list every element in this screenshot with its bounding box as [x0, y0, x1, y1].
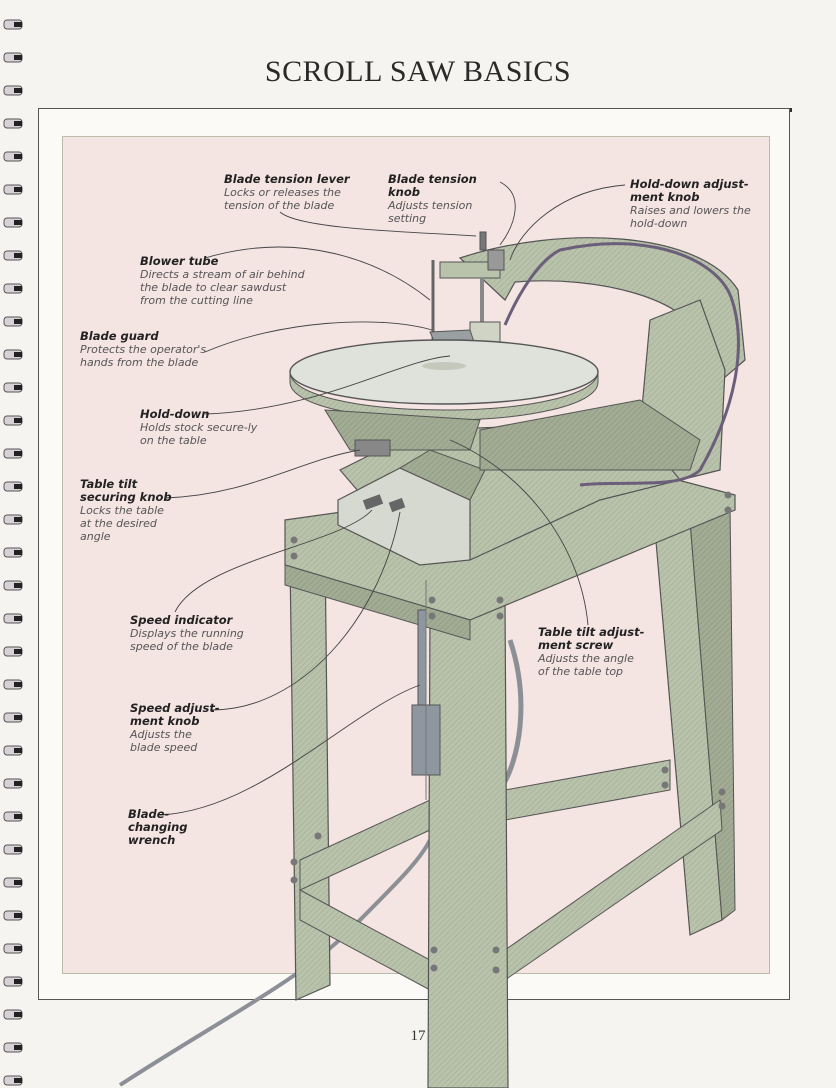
binding-hole: [14, 517, 22, 522]
binding-hole: [14, 913, 22, 918]
binding-hole: [14, 781, 22, 786]
saw-table: [289, 339, 599, 405]
label-desc: Protects the operator's hands from the b…: [80, 343, 207, 369]
label-title: Table tilt securing knob: [80, 477, 172, 504]
binding-hole: [14, 1012, 22, 1017]
binding-hole: [14, 154, 22, 159]
label-desc: Raises and lowers the hold-down: [630, 204, 751, 230]
label-desc: Adjusts tension setting: [388, 199, 473, 225]
label-desc: Adjusts the angle of the table top: [538, 652, 634, 678]
label-desc: Locks or releases the tension of the bla…: [224, 186, 341, 212]
binding-hole: [14, 880, 22, 885]
binding-hole: [14, 22, 22, 27]
label-speed-indicator: Speed indicator Displays the running spe…: [130, 613, 255, 654]
label-blower-tube: Blower tube Directs a stream of air behi…: [140, 254, 308, 308]
binding-hole: [14, 121, 22, 126]
binding-hole: [14, 550, 22, 555]
binding-hole: [14, 418, 22, 423]
binding-hole: [14, 1045, 22, 1050]
label-desc: Locks the table at the desired angle: [80, 504, 164, 543]
label-title: Hold-down: [140, 407, 210, 421]
label-title: Blade guard: [80, 329, 159, 343]
binding-hole: [14, 715, 22, 720]
binding-hole: [14, 814, 22, 819]
label-blade-guard: Blade guard Protects the operator's hand…: [80, 329, 220, 370]
binding-hole: [14, 55, 22, 60]
label-title: Table tilt adjust-ment screw: [538, 625, 645, 652]
binding-hole: [14, 682, 22, 687]
label-title: Blade-changing wrench: [128, 807, 188, 847]
label-speed-knob: Speed adjust-ment knob Adjusts the blade…: [130, 701, 220, 755]
page-number: 17: [410, 1028, 426, 1044]
binding-hole: [14, 616, 22, 621]
label-desc: Adjusts the blade speed: [130, 728, 198, 754]
binding-hole: [14, 352, 22, 357]
spiral-binding: [3, 19, 23, 1086]
binding-hole: [14, 649, 22, 654]
label-title: Blade tension knob: [388, 172, 477, 199]
binding-hole: [14, 220, 22, 225]
label-blade-tension-knob: Blade tension knob Adjusts tension setti…: [388, 172, 498, 226]
label-table-tilt-screw: Table tilt adjust-ment screw Adjusts the…: [538, 625, 646, 679]
page-title: SCROLL SAW BASICS: [264, 55, 572, 88]
binding-hole: [14, 319, 22, 324]
label-title: Blade tension lever: [224, 172, 350, 186]
label-title: Hold-down adjust-ment knob: [630, 177, 749, 204]
binding-hole: [14, 946, 22, 951]
binding-hole: [14, 847, 22, 852]
binding-hole: [14, 451, 22, 456]
label-title: Speed adjust-ment knob: [130, 701, 220, 728]
label-title: Speed indicator: [130, 613, 233, 627]
binding-hole: [14, 385, 22, 390]
label-desc: Directs a stream of air behind the blade…: [140, 268, 305, 307]
stand-leg-front: [427, 599, 509, 1088]
binding-hole: [14, 748, 22, 753]
label-hold-down-knob: Hold-down adjust-ment knob Raises and lo…: [630, 177, 752, 231]
binding-hole: [14, 1078, 22, 1083]
label-desc: Displays the running speed of the blade: [130, 627, 244, 653]
label-hold-down: Hold-down Holds stock secure-ly on the t…: [140, 407, 258, 448]
label-blade-tension-lever: Blade tension lever Locks or releases th…: [224, 172, 354, 213]
binding-hole: [14, 484, 22, 489]
label-table-tilt-knob: Table tilt securing knob Locks the table…: [80, 477, 172, 544]
binding-hole: [14, 583, 22, 588]
binding-hole: [14, 286, 22, 291]
label-title: Blower tube: [140, 254, 219, 268]
label-desc: Holds stock secure-ly on the table: [140, 421, 258, 447]
label-wrench: Blade-changing wrench: [128, 808, 193, 847]
binding-hole: [14, 88, 22, 93]
binding-hole: [14, 187, 22, 192]
binding-hole: [14, 253, 22, 258]
binding-hole: [14, 979, 22, 984]
